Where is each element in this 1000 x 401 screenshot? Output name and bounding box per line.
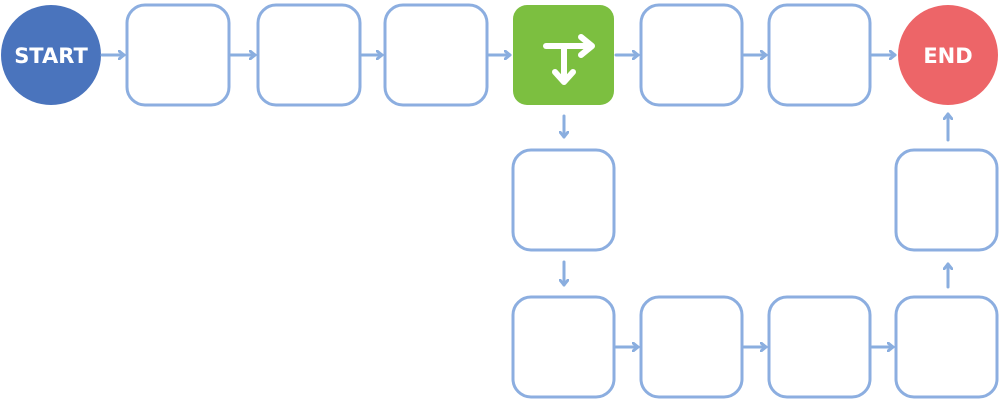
step-box-top-4 — [639, 3, 744, 107]
step-box-branch-2 — [511, 295, 616, 399]
step-box-branch-1 — [511, 148, 616, 252]
step-box-top-5 — [767, 3, 872, 107]
split-path-arrows-icon — [543, 34, 595, 85]
step-box-top-3 — [383, 3, 489, 107]
end-node — [898, 5, 998, 105]
start-node — [1, 5, 101, 105]
step-box-top-2 — [256, 3, 362, 107]
step-box-branch-6 — [894, 148, 999, 252]
step-box-branch-4 — [767, 295, 872, 399]
start-label: START — [14, 44, 88, 68]
step-box-branch-5 — [894, 295, 999, 399]
end-label: END — [923, 44, 972, 68]
step-box-top-1 — [125, 3, 231, 107]
step-box-branch-3 — [639, 295, 744, 399]
